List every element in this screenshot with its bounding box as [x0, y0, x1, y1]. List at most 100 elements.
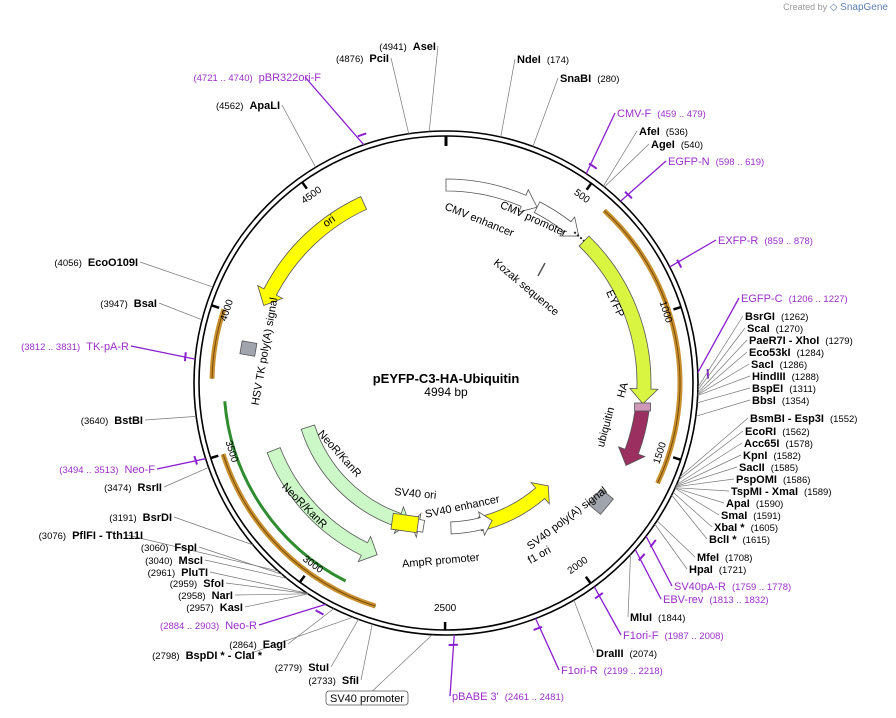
leader-line	[281, 104, 316, 168]
orf-arc-core	[211, 309, 225, 379]
label-text: SV40 promoter	[330, 693, 404, 705]
leader-line	[244, 593, 309, 608]
site-position: (1615)	[743, 535, 770, 546]
site-position: (3494 .. 3513)	[59, 465, 118, 476]
leader-line	[671, 494, 708, 540]
site-position: (4721 .. 4740)	[193, 73, 252, 84]
leader-line	[593, 586, 622, 636]
leader-line	[258, 603, 326, 626]
leader-line	[634, 549, 662, 600]
leader-line	[675, 454, 742, 486]
tick-label: 4000	[218, 298, 236, 323]
leader-line	[163, 467, 209, 488]
site-position: (1206 .. 1227)	[789, 294, 848, 305]
leader-line	[156, 458, 206, 470]
site-position: (1590)	[756, 499, 783, 510]
site-name: PspOMI	[736, 474, 777, 486]
enzyme-label-tspmi-xmai: TspMI - XmaI(1589)	[731, 486, 832, 498]
enzyme-label-msci: (3040)MscI	[145, 555, 203, 567]
site-position: (4056)	[54, 258, 81, 269]
site-position: (3040)	[145, 556, 172, 567]
site-name: BsmBI - Esp3I	[750, 413, 824, 425]
site-name: DraIII	[596, 648, 624, 660]
leader-line	[585, 112, 616, 174]
site-position: (1578)	[785, 439, 812, 450]
primer-mark	[638, 553, 646, 562]
leader-line	[620, 160, 667, 202]
leader-line	[287, 608, 334, 645]
enzyme-label-snabi: SnaBI(280)	[560, 73, 619, 85]
leader-line	[198, 546, 283, 575]
feature-label-sv40-ori: SV40 ori	[394, 486, 437, 502]
site-name: BsrGI	[745, 311, 775, 323]
site-name: AseI	[413, 41, 436, 53]
site-name: PluTI	[181, 567, 208, 579]
site-name: KpnI	[743, 450, 767, 462]
site-name: SfoI	[203, 578, 224, 590]
site-name: SmaI	[721, 510, 747, 522]
feature-label-neor-kanr: NeoR/KanR	[279, 481, 329, 531]
enzyme-label-stui: (2779)StuI	[275, 662, 329, 674]
site-name: EBV-rev	[663, 594, 704, 606]
leader-line	[627, 554, 631, 618]
primer-mark	[315, 609, 324, 616]
center-title: pEYFP-C3-HA-Ubiquitin 4994 bp	[373, 371, 520, 399]
site-position: (174)	[547, 55, 569, 66]
site-position: (1552)	[830, 414, 857, 425]
site-position: (1270)	[776, 324, 803, 335]
enzyme-label-draiii: DraIII(2074)	[596, 648, 657, 660]
snapgene-logo: ◇ SnapGene	[829, 2, 888, 13]
primer-label-tk-pa-r: (3812 .. 3831)TK-pA-R	[21, 341, 129, 353]
site-position: (1589)	[804, 487, 831, 498]
feature-label-sv40-promoter: SV40 promoter	[325, 690, 409, 706]
site-position: (1262)	[781, 312, 808, 323]
feature-ori	[257, 196, 368, 307]
leader-line	[697, 315, 744, 388]
site-name: XbaI *	[714, 522, 745, 534]
enzyme-label-nari: (2958)NarI	[178, 590, 233, 602]
site-name: pBR322ori-F	[259, 72, 322, 84]
enzyme-label-acc65i: Acc65I(1578)	[744, 438, 813, 450]
site-position: (1759 .. 1778)	[732, 582, 791, 593]
enzyme-label-sfii: (2733)SfiI	[308, 675, 359, 687]
site-position: (1721)	[719, 565, 746, 576]
enzyme-label-smai: SmaI(1591)	[721, 510, 781, 522]
site-position: (1311)	[789, 384, 816, 395]
leader-line	[245, 616, 353, 656]
leader-line	[390, 57, 410, 134]
site-name: AfeI	[639, 126, 660, 138]
leader-line	[573, 600, 595, 654]
site-name: ScaI	[747, 323, 770, 335]
site-position: (859 .. 878)	[764, 236, 813, 247]
site-name: HpaI	[689, 564, 713, 576]
plasmid-size: 4994 bp	[424, 385, 468, 399]
eyfp-dotted	[573, 231, 585, 242]
site-name: EcoRI	[745, 426, 776, 438]
enzyme-label-ecoo109i: (4056)EcoO109I	[54, 257, 138, 269]
enzyme-label-bcli: BclI *(1615)	[709, 534, 770, 546]
enzyme-label-mfei: MfeI(1708)	[697, 552, 752, 564]
tick-mark	[585, 182, 593, 191]
leader-line	[697, 387, 751, 404]
primer-label-f1ori-r: F1ori-R(2199 .. 2218)	[561, 665, 663, 677]
leader-line	[209, 571, 308, 594]
site-name: StuI	[308, 662, 329, 674]
site-position: (536)	[666, 127, 688, 138]
enzyme-label-scai: ScaI (1270)	[747, 323, 803, 335]
site-name: EGFP-C	[741, 293, 783, 305]
site-name: SacII	[739, 462, 765, 474]
plasmid-name: pEYFP-C3-HA-Ubiquitin	[373, 371, 520, 386]
leader-line	[676, 442, 743, 485]
feature-sv40-polya-signal	[587, 488, 614, 515]
site-position: (2961)	[148, 568, 175, 579]
leader-line	[225, 582, 308, 594]
site-name: HindIII	[752, 371, 786, 383]
primer-label-egfp-c: EGFP-C (1206 .. 1227)	[741, 293, 848, 305]
site-position: (3474)	[104, 483, 131, 494]
enzyme-label-pcii: (4876)PciI	[336, 53, 389, 65]
site-name: KasI	[220, 602, 243, 614]
feature-ubiquitin	[617, 409, 650, 467]
tick-mark	[298, 574, 306, 583]
orf-ring-layer	[209, 208, 683, 609]
